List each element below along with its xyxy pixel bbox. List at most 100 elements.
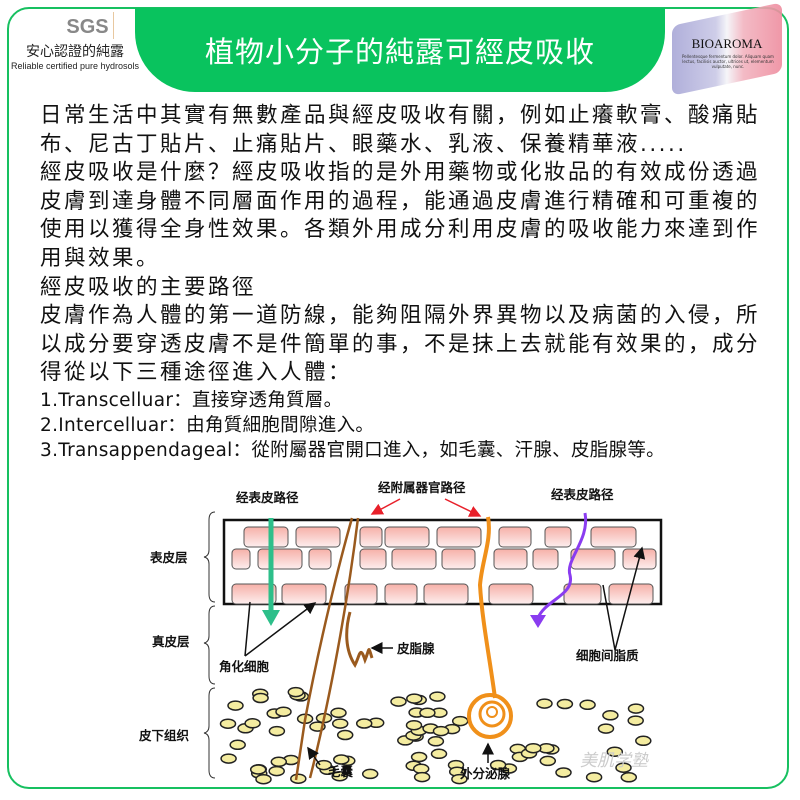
keratinocyte-pointers — [244, 602, 315, 657]
route-item: 1.Transcelluar：直接穿透角質層。 — [40, 389, 343, 411]
label-appendage-route: 经附属器官路径 — [378, 480, 466, 495]
fat-cell — [405, 719, 423, 731]
sgs-zh: 安心認證的純露 — [26, 44, 124, 60]
fat-cells — [219, 686, 652, 785]
keratinocyte-cell — [281, 583, 327, 605]
brace-epidermis — [203, 511, 216, 603]
keratinocyte-cell — [384, 583, 418, 605]
text-line: 經皮吸收是什麼？經皮吸收指的是外用藥物或化妝品的有效成份透過 — [40, 160, 761, 186]
transepidermal-purple-arrow — [536, 512, 588, 619]
label-sebaceous-gland: 皮脂腺 — [396, 641, 435, 656]
red-arrow-right — [444, 498, 482, 517]
fat-cell — [270, 756, 288, 768]
text-line: 得從以下三種途徑進入人體： — [40, 360, 353, 386]
fat-cell — [579, 699, 596, 711]
route-item: 3.Transappendageal：從附屬器官開口進入，如毛囊、汗腺、皮脂腺等… — [40, 439, 665, 461]
label-hair-follicle: 毛囊 — [328, 764, 354, 779]
text-line: 用與效果。 — [40, 245, 161, 271]
fat-cell — [249, 764, 267, 775]
fat-cell — [536, 698, 553, 709]
label-transepidermal-left: 经表皮路径 — [236, 490, 299, 505]
text-line: 皮膚作為人體的第一道防線，能夠阻隔外界異物以及病菌的入侵，所 — [40, 303, 761, 329]
fat-cell — [330, 707, 347, 719]
sweat-gland-coil-core — [486, 706, 498, 718]
fat-cell — [429, 691, 446, 702]
label-keratinocyte: 角化细胞 — [219, 659, 270, 674]
fat-cell — [336, 729, 354, 741]
fat-cell — [451, 773, 468, 785]
skin-absorption-diagram: 经表皮路径 经附属器官路径 经表皮路径 表皮层 真皮层 皮下组织 角化细胞 皮脂… — [138, 480, 663, 785]
label-epidermis: 表皮层 — [149, 550, 188, 565]
sebaceous-gland — [345, 611, 374, 668]
bioaroma-logo: BIOAROMA Pellentesque fermentum dolor. A… — [672, 2, 782, 96]
keratinocyte-cell — [493, 548, 528, 570]
keratinocyte-cell — [498, 526, 532, 548]
fat-cell — [287, 686, 305, 698]
sweat-duct — [477, 516, 497, 699]
fat-cell — [252, 692, 269, 704]
keratinocyte-cell — [295, 526, 341, 548]
keratinocyte-cell — [544, 526, 572, 548]
brand-tagline: Pellentesque fermentum dolor. Aliquam qu… — [682, 54, 774, 69]
sgs-mark: SGS — [36, 12, 114, 39]
fat-cell — [406, 693, 423, 704]
keratinocyte-cell — [391, 548, 437, 570]
fat-cell — [635, 735, 652, 747]
fat-cell — [556, 698, 574, 710]
title-banner: 植物小分子的純露可經皮吸收 — [135, 8, 665, 92]
fat-cell — [525, 742, 542, 754]
fat-cell — [290, 773, 307, 784]
red-arrow-left — [370, 498, 401, 515]
fat-cell — [419, 707, 436, 719]
section-heading: 經皮吸收的主要路徑 — [40, 274, 257, 300]
keratinocyte-cell — [359, 548, 387, 570]
brace-dermis — [203, 605, 216, 685]
fat-cell — [627, 715, 644, 726]
keratinocyte-cell — [231, 548, 251, 570]
fat-cell — [432, 725, 450, 737]
lipid-pointers — [602, 548, 642, 651]
fat-cell — [390, 696, 407, 707]
fat-cell — [331, 770, 348, 782]
fat-cell — [555, 767, 572, 778]
text-line: 使用以獲得全身性效果。各類外用成分利用皮膚的吸收能力來達到作 — [40, 217, 761, 243]
route-item: 2.Intercelluar：由角質細胞間隙進入。 — [40, 414, 375, 436]
text-line: 以成分要穿透皮膚不是件簡單的事，不是抹上去就能有效果的，成分 — [40, 331, 761, 357]
fat-cell — [413, 771, 431, 783]
fat-cell — [229, 739, 246, 751]
fat-cell — [410, 751, 428, 763]
label-dermis: 真皮层 — [152, 634, 190, 649]
keratinocyte-cell — [359, 526, 383, 548]
fat-cell — [333, 754, 350, 765]
label-eccrine-gland: 外分泌腺 — [459, 766, 511, 781]
fat-cell — [489, 759, 507, 771]
text-line: 日常生活中其實有無數產品與經皮吸收有關，例如止癢軟膏、酸痛貼 — [40, 103, 761, 128]
sweat-gland-coil — [467, 693, 513, 739]
fat-cell — [602, 710, 619, 721]
keratinocyte-cell — [608, 583, 654, 605]
brace-subcutis — [203, 687, 216, 779]
keratinocyte-cell — [231, 583, 277, 605]
fat-cell — [606, 746, 624, 757]
keratinocyte-cell — [384, 526, 430, 548]
fat-cell — [615, 762, 632, 773]
fat-cell — [227, 700, 244, 711]
fat-cell — [430, 748, 448, 760]
fat-cell — [244, 718, 261, 729]
keratinocyte-cell — [423, 583, 469, 605]
keratinocyte-cell — [257, 548, 303, 570]
keratinocyte-cell — [243, 526, 289, 548]
article-text: 日常生活中其實有無數產品與經皮吸收有關，例如止癢軟膏、酸痛貼 布、尼古丁貼片、止… — [40, 102, 770, 463]
fat-cell — [539, 755, 557, 767]
keratinocyte-cell — [590, 526, 637, 548]
purple-arrowhead — [530, 615, 546, 628]
fat-cell — [268, 725, 286, 737]
sgs-en: Reliable certified pure hydrosols — [10, 61, 140, 71]
page-title: 植物小分子的純露可經皮吸收 — [204, 35, 595, 69]
label-intercellular-lipid: 细胞间脂质 — [576, 648, 639, 663]
brand-name: BIOAROMA — [691, 36, 763, 51]
fat-cell — [268, 765, 285, 777]
fat-cell — [331, 718, 349, 729]
keratinocyte-cell — [436, 526, 482, 548]
fat-cell — [427, 736, 445, 747]
